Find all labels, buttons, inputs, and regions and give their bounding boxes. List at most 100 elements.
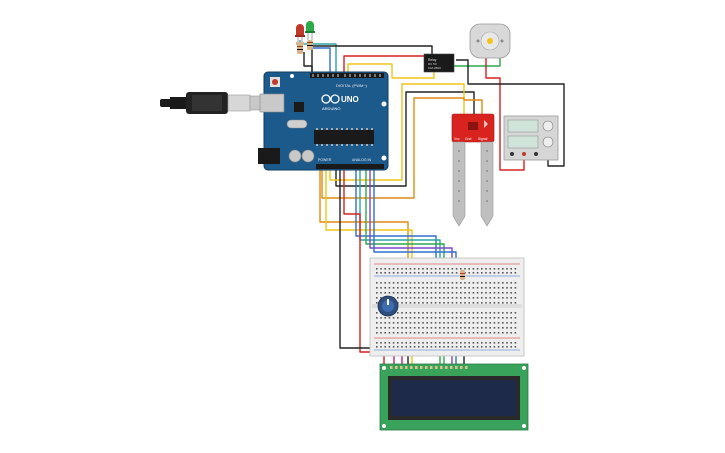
power-supply[interactable] — [503, 115, 559, 161]
wire-relay-red — [343, 55, 426, 76]
breadboard-hole — [401, 327, 403, 329]
breadboard-hole — [464, 302, 466, 304]
svg-text:UNO: UNO — [341, 95, 359, 104]
uno-logo: UNO ARDUINO — [321, 94, 359, 111]
breadboard-hole — [443, 312, 445, 314]
potentiometer-icon[interactable] — [377, 295, 399, 317]
breadboard-hole — [376, 282, 378, 284]
breadboard-hole — [422, 282, 424, 284]
breadboard-hole — [401, 297, 403, 299]
breadboard-hole — [481, 317, 483, 319]
breadboard-hole — [472, 287, 475, 289]
breadboard-hole — [434, 287, 437, 289]
breadboard-hole — [380, 317, 382, 319]
breadboard-hole — [439, 332, 441, 334]
breadboard-hole — [497, 287, 500, 289]
breadboard-hole — [388, 282, 391, 284]
breadboard-hole — [493, 282, 496, 284]
reset-button[interactable] — [272, 79, 278, 85]
led-green-icon[interactable] — [305, 21, 315, 40]
breadboard-hole — [468, 292, 470, 294]
wire-bb-red-power — [343, 160, 378, 353]
breadboard-hole — [468, 327, 470, 329]
breadboard-hole — [468, 297, 470, 299]
breadboard-hole — [472, 332, 475, 334]
breadboard-hole — [418, 272, 420, 274]
breadboard-hole — [397, 327, 399, 329]
breadboard-hole — [443, 302, 445, 304]
breadboard-hole — [397, 268, 399, 270]
relay-module[interactable]: Relay DC 5V 10A 250V — [423, 53, 455, 73]
breadboard-hole — [497, 312, 500, 314]
breadboard-hole — [455, 302, 458, 304]
breadboard-hole — [497, 327, 500, 329]
breadboard-hole — [426, 332, 428, 334]
breadboard-hole — [472, 342, 475, 344]
breadboard-hole — [476, 317, 479, 319]
breadboard-hole — [510, 327, 512, 329]
breadboard-hole — [455, 282, 458, 284]
breadboard-hole — [443, 332, 445, 334]
breadboard-hole — [397, 272, 399, 274]
breadboard-hole — [472, 272, 475, 274]
breadboard-hole — [422, 268, 424, 270]
wire-soil-orange — [321, 97, 483, 199]
breadboard-hole — [439, 292, 441, 294]
lcd-display[interactable] — [379, 363, 529, 431]
breadboard-hole — [388, 346, 391, 348]
breadboard-hole — [384, 346, 386, 348]
breadboard-hole — [413, 312, 416, 314]
breadboard-hole — [502, 312, 504, 314]
soil-pin-vcc: Vcc — [454, 137, 460, 141]
breadboard-hole — [506, 302, 508, 304]
resistor-icon — [460, 270, 465, 280]
breadboard-hole — [472, 297, 475, 299]
breadboard-hole — [497, 292, 500, 294]
breadboard-hole — [455, 292, 458, 294]
breadboard-hole — [409, 268, 412, 270]
breadboard-hole — [502, 327, 504, 329]
breadboard-hole — [380, 332, 382, 334]
breadboard-hole — [405, 327, 407, 329]
breadboard-hole — [514, 317, 517, 319]
breadboard-hole — [409, 346, 412, 348]
breadboard-hole — [430, 342, 433, 344]
lcd-pin-header — [390, 366, 468, 369]
breadboard-hole — [388, 268, 391, 270]
breadboard-hole — [455, 297, 458, 299]
breadboard-hole — [392, 317, 395, 319]
breadboard-hole — [506, 322, 508, 324]
breadboard-hole — [426, 272, 428, 274]
breadboard-hole — [405, 268, 407, 270]
wire-soil-yellow — [329, 83, 465, 181]
dc-motor-icon[interactable] — [469, 23, 511, 59]
breadboard-hole — [388, 332, 391, 334]
breadboard-hole — [510, 287, 512, 289]
breadboard-hole — [380, 346, 382, 348]
breadboard-hole — [502, 332, 504, 334]
breadboard-hole — [502, 342, 504, 344]
breadboard-hole — [493, 268, 496, 270]
breadboard-hole — [502, 302, 504, 304]
breadboard-hole — [392, 292, 395, 294]
soil-moisture-sensor[interactable]: Vcc Gnd Signal — [451, 113, 495, 227]
breadboard-hole — [485, 287, 487, 289]
breadboard-hole — [426, 322, 428, 324]
breadboard-hole — [502, 322, 504, 324]
breadboard-hole — [426, 317, 428, 319]
breadboard-hole — [418, 322, 420, 324]
breadboard-hole — [502, 282, 504, 284]
breadboard-hole — [397, 322, 399, 324]
breadboard-hole — [460, 268, 462, 270]
breadboard-hole — [502, 297, 504, 299]
breadboard-hole — [426, 342, 428, 344]
breadboard-hole — [472, 312, 475, 314]
breadboard-hole — [460, 327, 462, 329]
breadboard-hole — [481, 268, 483, 270]
breadboard-hole — [481, 312, 483, 314]
breadboard-hole — [397, 332, 399, 334]
arduino-uno-board[interactable]: DIGITAL (PWM~) UNO ARDUINO — [258, 71, 389, 171]
led-red-icon[interactable] — [295, 24, 305, 45]
breadboard-hole — [439, 346, 441, 348]
breadboard-hole — [497, 268, 500, 270]
